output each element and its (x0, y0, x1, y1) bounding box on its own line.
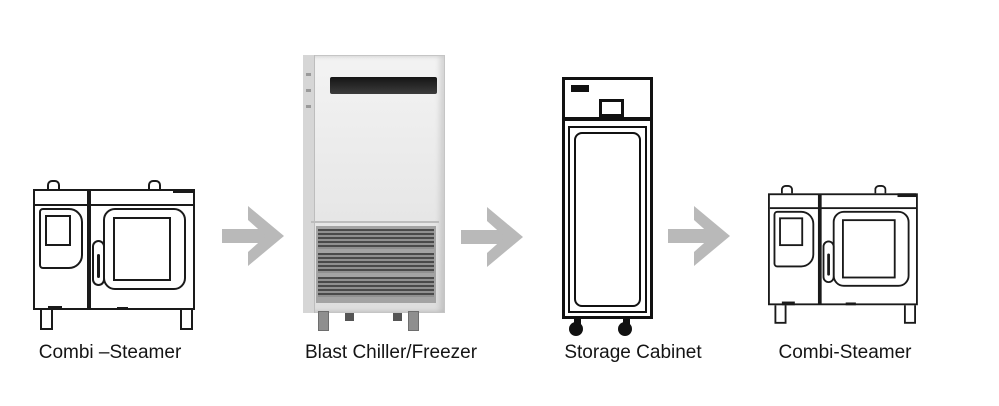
caster-stem (623, 316, 630, 324)
chiller-control-panel (330, 77, 437, 94)
oven-header-line (35, 204, 193, 206)
oven-leg (180, 308, 193, 330)
cabinet-display (599, 99, 624, 117)
hinge-mark (306, 73, 311, 76)
grille-band (318, 277, 434, 297)
stage-label-blast-chiller-freezer: Blast Chiller/Freezer (304, 342, 478, 363)
vent-stub (47, 180, 60, 191)
drain-mark (845, 302, 856, 306)
grille-band (318, 229, 434, 249)
combi-oven-illustration-end (768, 185, 918, 324)
caster-wheel (569, 322, 583, 336)
chiller-leg (318, 311, 329, 331)
stage-label-combi-steamer-end: Combi-Steamer (778, 342, 912, 363)
oven-divider (87, 190, 91, 309)
control-display (779, 217, 804, 247)
right-arrow-icon (668, 205, 732, 267)
chiller-leg (408, 311, 419, 331)
right-arrow-icon (461, 206, 525, 268)
oven-header-line (769, 207, 916, 210)
oven-door-window (113, 217, 171, 281)
chiller-door-seam (311, 221, 439, 223)
chiller-foot (345, 313, 354, 321)
hinge-mark (306, 89, 311, 92)
door-handle (822, 240, 835, 284)
cabinet-badge (571, 85, 589, 92)
oven-leg (774, 303, 787, 324)
vent-stub (874, 185, 887, 196)
hinge-mark (306, 105, 311, 108)
vent-stub (780, 185, 793, 196)
chiller-hinge-strip (303, 55, 315, 313)
chiller-foot (393, 313, 402, 321)
chiller-vent-grille (316, 226, 436, 303)
drain-mark (781, 301, 795, 306)
right-arrow-icon (222, 205, 286, 267)
combi-oven-illustration-start (33, 180, 195, 330)
top-vent-mark (897, 193, 916, 198)
drain-mark (48, 306, 62, 310)
drain-mark (117, 307, 128, 310)
cabinet-header-line (565, 117, 650, 121)
grille-band (318, 253, 434, 273)
stage-label-storage-cabinet: Storage Cabinet (564, 342, 702, 363)
caster-stem (574, 316, 581, 324)
cabinet-door-panel (574, 132, 641, 307)
door-handle (92, 240, 105, 286)
oven-leg (40, 308, 53, 330)
oven-door-window (842, 219, 896, 279)
caster-wheel (618, 322, 632, 336)
oven-divider (817, 194, 822, 305)
storage-cabinet-illustration (562, 76, 653, 338)
stage-label-combi-steamer-start: Combi –Steamer (38, 342, 182, 363)
top-vent-mark (173, 189, 193, 193)
vent-stub (148, 180, 161, 191)
blast-chiller-illustration (303, 55, 445, 331)
oven-leg (903, 303, 916, 324)
control-display (45, 215, 71, 246)
